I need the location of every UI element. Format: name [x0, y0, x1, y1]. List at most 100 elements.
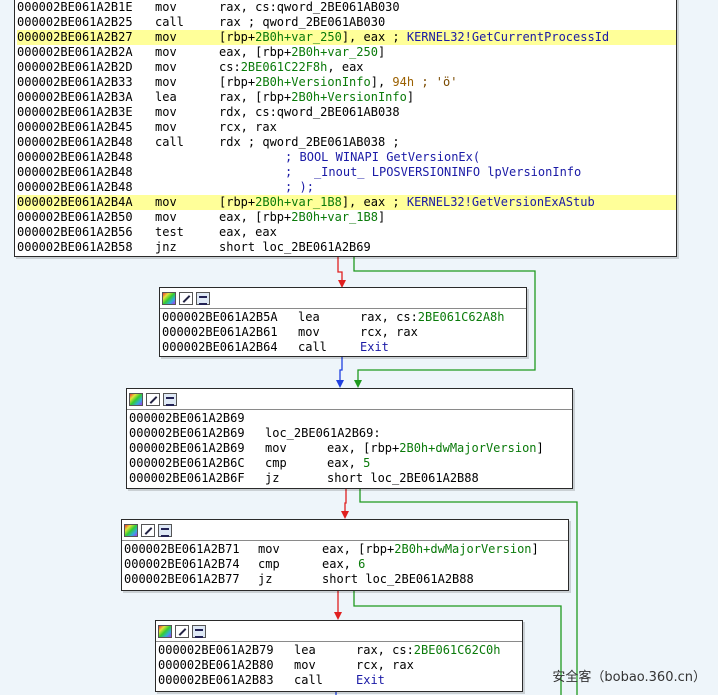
operands: cs:2BE061C22F8h, eax — [219, 60, 364, 75]
mnemonic: cmp — [258, 557, 280, 571]
mnemonic: mov — [258, 542, 280, 556]
code-line[interactable]: 000002BE061A2B69 — [129, 411, 572, 426]
mnemonic: mov — [155, 0, 177, 14]
graph-view-icon[interactable] — [158, 523, 172, 537]
operand-token[interactable]: 2B0h+dwMajorVersion — [394, 542, 532, 556]
color-palette-icon[interactable] — [162, 291, 176, 305]
operand-token[interactable]: 6 — [358, 557, 366, 571]
operand-token[interactable]: Exit — [360, 340, 389, 354]
rename-icon[interactable] — [146, 392, 160, 406]
operand-token[interactable]: 2B0h+var_1B8 — [255, 195, 342, 209]
graph-view-icon[interactable] — [192, 624, 206, 638]
operand-token: [rbp+ — [219, 30, 256, 44]
mnemonic: jz — [265, 471, 280, 485]
operand-token[interactable]: 2B0h+var_250 — [291, 45, 378, 59]
operand-token: [rbp+ — [219, 75, 256, 89]
operand-token[interactable]: 2BE061C22F8h — [240, 60, 328, 74]
mnemonic: call — [294, 673, 323, 687]
code-line[interactable]: 000002BE061A2B48 ; BOOL WINAPI GetVersio… — [17, 150, 676, 165]
rename-icon[interactable] — [179, 291, 193, 305]
address: 000002BE061A2B64 — [162, 340, 278, 354]
address: 000002BE061A2B48 — [17, 165, 133, 179]
operand-token[interactable]: 2BE061C62A8h — [417, 310, 505, 324]
operand-token: rax, [rbp+ — [219, 90, 292, 104]
operand-token[interactable]: Exit — [356, 673, 385, 687]
arrow-false-b3-b4 — [341, 511, 349, 519]
operand-token: rax, cs: — [360, 310, 418, 324]
mnemonic: mov — [155, 30, 177, 44]
operand-token: ], eax ; — [341, 195, 407, 209]
operands: rax, cs:2BE061C62A8h — [360, 310, 505, 325]
graph-view-icon[interactable] — [196, 291, 210, 305]
address: 000002BE061A2B77 — [124, 572, 240, 586]
operands: ; _Inout_ LPOSVERSIONINFO lpVersionInfo — [155, 165, 581, 180]
address: 000002BE061A2B6F — [129, 471, 245, 485]
address: 000002BE061A2B74 — [124, 557, 240, 571]
rename-icon[interactable] — [141, 523, 155, 537]
code-line[interactable]: 000002BE061A2B48 ; _Inout_ LPOSVERSIONIN… — [17, 165, 676, 180]
mnemonic: mov — [294, 658, 316, 672]
operand-token: , eax — [327, 60, 364, 74]
code-label[interactable]: loc_2BE061A2B69: — [265, 426, 381, 440]
operand-token[interactable]: 5 — [363, 456, 371, 470]
operand-token: ] — [377, 45, 386, 59]
mnemonic: lea — [155, 90, 177, 104]
rename-icon[interactable] — [175, 624, 189, 638]
operand-token[interactable]: 2B0h+var_1B8 — [291, 210, 378, 224]
operand-token: rcx, rax — [356, 658, 414, 672]
operands: Exit — [356, 673, 385, 688]
operand-token: ] — [377, 210, 386, 224]
operand-token: eax, eax — [219, 225, 277, 239]
color-palette-icon[interactable] — [129, 392, 143, 406]
operand-token[interactable]: 2BE061C62C0h — [413, 643, 501, 657]
graph-view-icon[interactable] — [163, 392, 177, 406]
operand-token: eax, [rbp+ — [219, 45, 292, 59]
edge-false-b3-b4 — [344, 487, 347, 515]
operand-token[interactable]: 2B0h+dwMajorVersion — [399, 441, 537, 455]
block-2-toolbar — [160, 288, 526, 309]
operand-token[interactable]: 2B0h+VersionInfo — [291, 90, 407, 104]
operands: eax, [rbp+2B0h+dwMajorVersion] — [322, 542, 539, 557]
color-palette-icon[interactable] — [158, 624, 172, 638]
color-palette-icon[interactable] — [124, 523, 138, 537]
code-line[interactable]: 000002BE061A2B6F jz short loc_2BE061A2B88 — [129, 471, 572, 486]
operands: short loc_2BE061A2B88 — [327, 471, 479, 486]
operand-token[interactable]: 2B0h+VersionInfo — [255, 75, 371, 89]
code-line[interactable]: 000002BE061A2B48 ; ); — [17, 180, 676, 195]
mnemonic: test — [155, 225, 184, 239]
operands: eax, [rbp+2B0h+dwMajorVersion] — [327, 441, 544, 456]
operand-token[interactable]: 2B0h+var_250 — [255, 30, 342, 44]
